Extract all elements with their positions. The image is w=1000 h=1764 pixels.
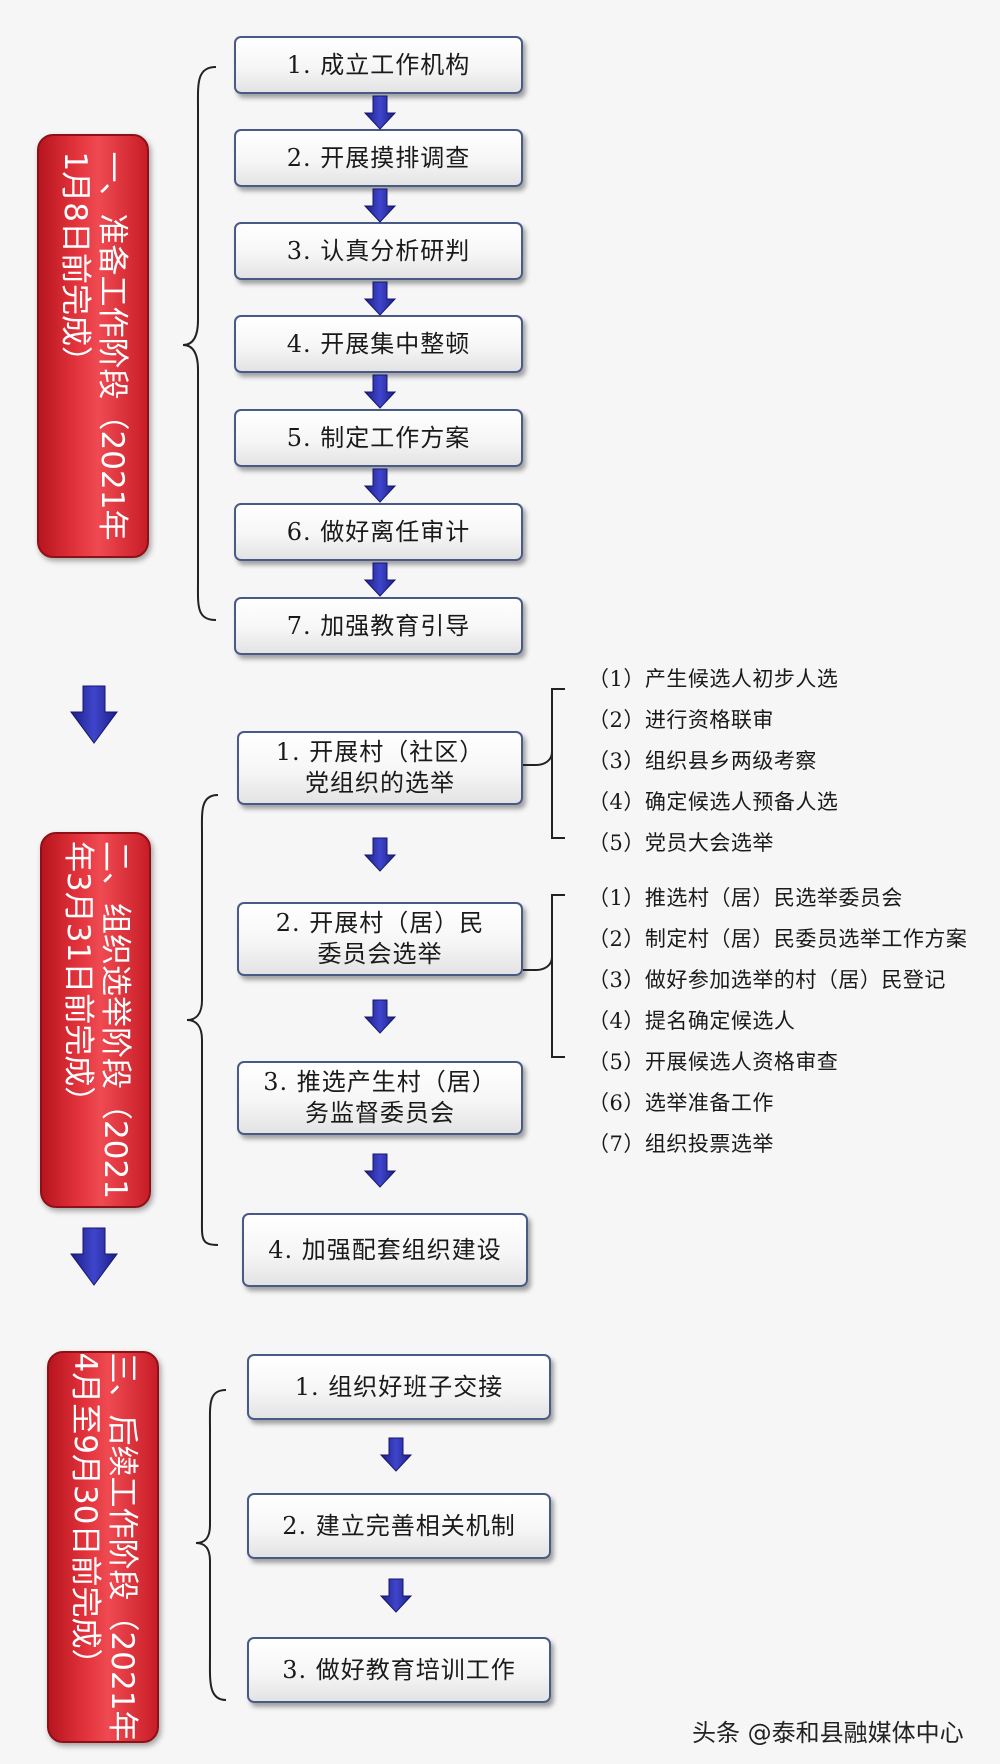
phase-2-step-3: 3. 推选产生村（居）务监督委员会 — [237, 1061, 523, 1135]
arrow-down-icon — [363, 188, 397, 223]
arrow-down-icon — [363, 1153, 397, 1188]
phase-3-banner: 三、后续工作阶段（2021年 4月至9月30日前完成） — [47, 1351, 159, 1743]
phase-1-step-3: 3. 认真分析研判 — [234, 222, 523, 280]
party-substeps-bracket — [523, 688, 565, 839]
phase-2-step-2: 2. 开展村（居）民委员会选举 — [237, 902, 523, 976]
phase-transition-arrow-icon — [70, 685, 118, 744]
party-substep-3: （3）组织县乡两级考察 — [588, 749, 817, 773]
arrow-down-icon — [363, 95, 397, 130]
phase-1-step-7: 7. 加强教育引导 — [234, 597, 523, 655]
party-substep-1: （1）产生候选人初步人选 — [588, 667, 839, 691]
phase-2-brace — [186, 794, 219, 1246]
arrow-down-icon — [363, 999, 397, 1034]
phase-1-title: 一、准备工作阶段（2021年 1月8日前完成） — [57, 151, 130, 541]
arrow-down-icon — [363, 837, 397, 872]
party-substep-2: （2）进行资格联审 — [588, 708, 774, 732]
phase-1-step-2: 2. 开展摸排调查 — [234, 129, 523, 187]
arrow-down-icon — [379, 1437, 413, 1472]
phase-1-banner: 一、准备工作阶段（2021年 1月8日前完成） — [37, 134, 149, 558]
committee-substep-7: （7）组织投票选举 — [588, 1132, 774, 1156]
arrow-down-icon — [363, 468, 397, 503]
party-substep-4: （4）确定候选人预备人选 — [588, 790, 839, 814]
committee-substep-1: （1）推选村（居）民选举委员会 — [588, 886, 903, 910]
phase-1-brace — [182, 66, 217, 621]
arrow-down-icon — [379, 1578, 413, 1613]
phase-transition-arrow-icon — [70, 1227, 118, 1286]
arrow-down-icon — [363, 562, 397, 597]
committee-substep-2: （2）制定村（居）民委员选举工作方案 — [588, 927, 968, 951]
committee-substep-4: （4）提名确定候选人 — [588, 1009, 796, 1033]
phase-2-step-4: 4. 加强配套组织建设 — [242, 1213, 528, 1287]
phase-3-step-1: 1. 组织好班子交接 — [247, 1354, 551, 1420]
phase-3-brace — [195, 1389, 227, 1701]
phase-1-step-4: 4. 开展集中整顿 — [234, 315, 523, 373]
committee-substep-5: （5）开展候选人资格审查 — [588, 1050, 839, 1074]
party-substep-5: （5）党员大会选举 — [588, 831, 774, 855]
arrow-down-icon — [363, 374, 397, 409]
phase-1-step-5: 5. 制定工作方案 — [234, 409, 523, 467]
phase-2-title: 二、组织选举阶段（2021 年3月31日前完成） — [59, 841, 133, 1199]
watermark: 头条 @泰和县融媒体中心 — [692, 1719, 964, 1747]
committee-substep-3: （3）做好参加选举的村（居）民登记 — [588, 968, 946, 992]
phase-3-step-2: 2. 建立完善相关机制 — [247, 1493, 551, 1559]
phase-1-step-6: 6. 做好离任审计 — [234, 503, 523, 561]
committee-substep-6: （6）选举准备工作 — [588, 1091, 774, 1115]
arrow-down-icon — [363, 281, 397, 316]
phase-3-step-3: 3. 做好教育培训工作 — [247, 1637, 551, 1703]
phase-1-step-1: 1. 成立工作机构 — [234, 36, 523, 94]
committee-substeps-bracket — [523, 894, 565, 1058]
phase-3-title: 三、后续工作阶段（2021年 4月至9月30日前完成） — [67, 1352, 140, 1742]
phase-2-step-1: 1. 开展村（社区）党组织的选举 — [237, 731, 523, 805]
phase-2-banner: 二、组织选举阶段（2021 年3月31日前完成） — [40, 832, 151, 1208]
